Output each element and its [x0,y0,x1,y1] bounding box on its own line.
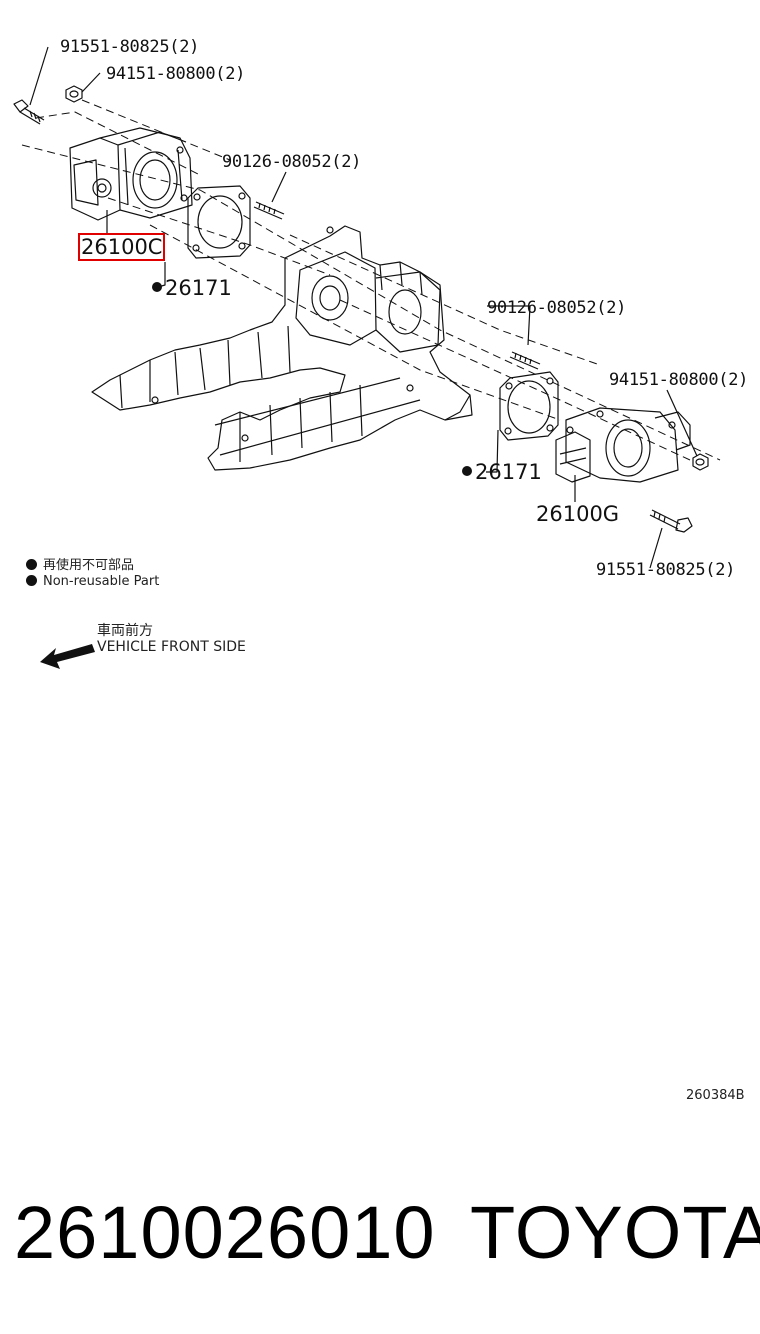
gasket-upper-label: 26171 [152,276,232,300]
legend-jp-text: 再使用不可部品 [43,558,135,573]
footer-brand: TOYOTA [470,1191,760,1274]
stud-icon [509,351,541,370]
gasket-upper-number: 26171 [165,276,232,300]
bolt-icon [13,99,45,125]
highlighted-part-number: 26100C [78,233,166,261]
bolt-icon [649,509,693,533]
leader-lines [29,46,698,569]
nonreusable-dot-icon [26,559,37,570]
nonreusable-dot-icon [462,466,472,476]
nonreusable-dot-icon [26,575,37,586]
stud-upper-callout: 90126-08052(2) [222,152,362,172]
gasket-upper-icon [187,185,251,259]
footer-part-number: 2610026010 [14,1191,436,1274]
throttle-body-upper-icon [69,127,193,221]
throttle-body-lower-icon [555,407,691,483]
nonreusable-dot-icon [152,282,162,292]
legend-en-text: Non-reusable Part [43,574,160,589]
gasket-lower-number: 26171 [475,460,542,484]
stud-lower-callout: 90126-08052(2) [487,298,627,318]
throttle-body-lower-label[interactable]: 26100G [536,502,620,526]
legend-nonreusable-jp: 再使用不可部品 [26,554,134,573]
nut-upper-callout: 94151-80800(2) [106,64,246,84]
nut-icon [65,85,83,103]
nut-lower-callout: 94151-80800(2) [609,370,749,390]
stud-icon [253,201,285,220]
assembly-axis-lines [21,99,721,461]
exploded-parts-diagram [13,46,721,669]
intake-manifold-icon [91,225,473,471]
front-arrow-icon [40,644,95,669]
gasket-lower-label: 26171 [462,460,542,484]
legend-nonreusable-en: Non-reusable Part [26,574,159,589]
bolt-upper-callout: 91551-80825(2) [60,37,200,57]
throttle-body-upper-label[interactable]: 26100C [78,233,166,261]
illustration-code: 260384B [686,1088,745,1103]
front-label-jp: 車両前方 [97,623,153,639]
gasket-lower-icon [499,371,559,441]
bolt-lower-callout: 91551-80825(2) [596,560,736,580]
nut-icon [692,453,709,471]
front-label-en: VEHICLE FRONT SIDE [97,639,246,655]
